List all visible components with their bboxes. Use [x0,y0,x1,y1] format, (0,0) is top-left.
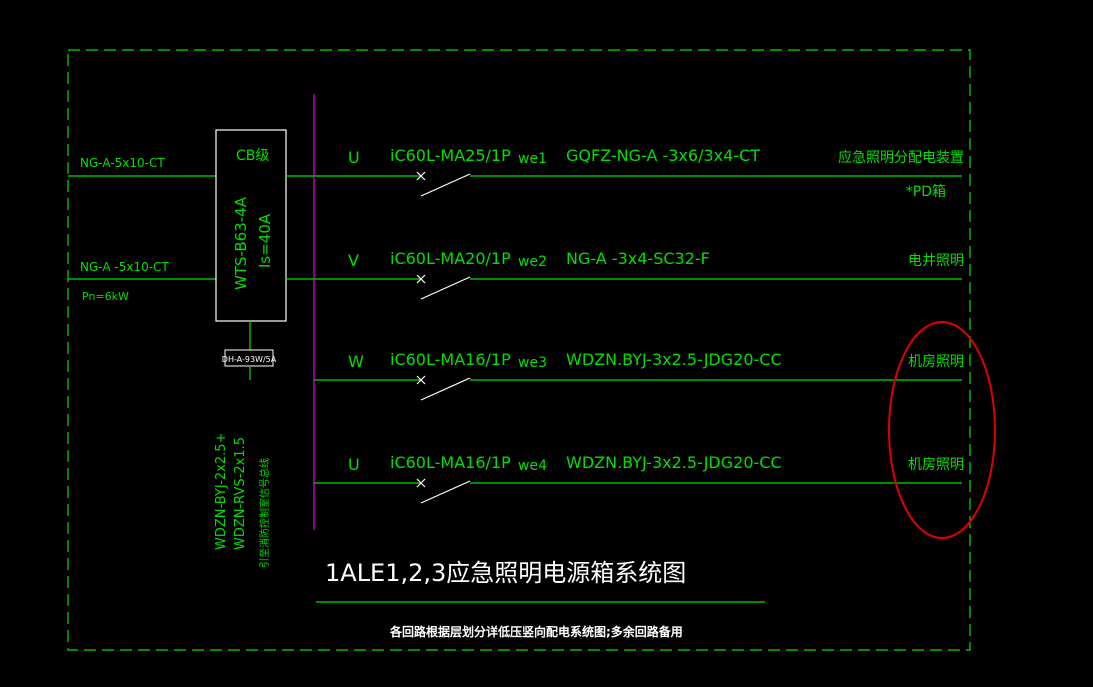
breaker-blade [420,276,471,300]
spd-box [224,349,274,367]
incoming-feeder-2-label: NG-A -5x10-CT [80,260,169,274]
ats-model: WTS-B63-4A [232,196,250,290]
spd-label: DH-A-93W/5A [222,355,277,364]
circuit-3-load: 机房照明 [908,354,964,370]
incoming-feeder-1-label: NG-A-5x10-CT [80,156,165,170]
annotation-circle [888,321,996,539]
ats-grade: CB级 [236,148,269,164]
circuit-1-phase: U [348,148,360,167]
breaker-x-mark [416,478,426,488]
breaker-blade [420,173,471,197]
circuit-4-load: 机房照明 [908,457,964,473]
circuit-2-id: we2 [518,254,547,270]
fire-signal-destination: 引至消防控制室信号总线 [258,458,271,568]
circuit-2-phase: V [348,251,359,270]
circuit-3-cable: WDZN.BYJ-3x2.5-JDG20-CC [566,350,782,369]
drawing-frame [67,49,971,651]
circuit-2-load: 电井照明 [908,253,964,269]
circuit-1-id: we1 [518,151,547,167]
breaker-x-mark [416,274,426,284]
circuit-3-id: we3 [518,355,547,371]
breaker-blade [420,377,471,401]
power-rating: Pn=6kW [82,290,129,303]
breaker-blade [420,480,471,504]
ats-current: Is=40A [256,213,274,268]
circuit-1-load: 应急照明分配电装置 [838,149,964,166]
fire-signal-cable-1: WDZN-BYJ-2x2.5+ [214,433,229,550]
circuit-4-id: we4 [518,458,547,474]
circuit-2-cable: NG-A -3x4-SC32-F [566,249,710,268]
circuit-4-phase: U [348,455,360,474]
breaker-x-mark [416,171,426,181]
circuit-4-breaker: iC60L-MA16/1P [390,453,511,472]
circuit-1-breaker: iC60L-MA25/1P [390,146,511,165]
circuit-3-breaker: iC60L-MA16/1P [390,350,511,369]
fire-signal-cable-2: WDZN-RVS-2x1.5 [233,437,248,550]
circuit-3-phase: W [348,352,364,371]
breaker-x-mark [416,375,426,385]
ats-switch-box [215,129,287,322]
circuit-1-cable: GQFZ-NG-A -3x6/3x4-CT [566,146,760,165]
circuit-2-breaker: iC60L-MA20/1P [390,249,511,268]
diagram-note: 各回路根据层划分详低压竖向配电系统图;多余回路备用 [389,624,683,639]
diagram-title: 1ALE1,2,3应急照明电源箱系统图 [325,559,686,587]
circuit-4-cable: WDZN.BYJ-3x2.5-JDG20-CC [566,453,782,472]
circuit-1-load-sub: *PD箱 [906,184,946,200]
